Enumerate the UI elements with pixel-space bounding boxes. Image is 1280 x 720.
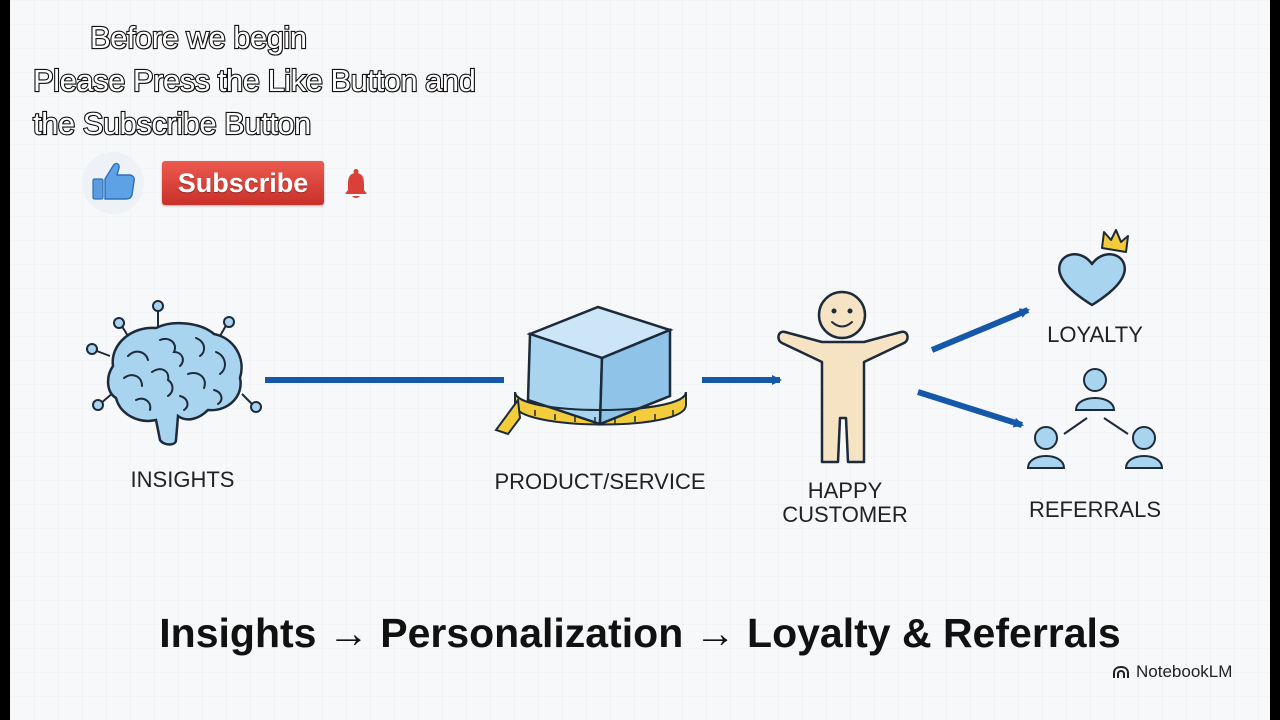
label-referrals: REFERRALS bbox=[1028, 497, 1162, 522]
brand-name: NotebookLM bbox=[1136, 662, 1233, 681]
label-insights: INSIGHTS bbox=[130, 467, 235, 492]
overlay-line-1: Before we begin bbox=[89, 19, 308, 56]
people-network-icon bbox=[1026, 368, 1164, 469]
flow-diagram bbox=[86, 229, 1164, 469]
arrow-to-referrals bbox=[917, 389, 1024, 428]
subscribe-button[interactable]: Subscribe bbox=[162, 161, 324, 205]
notification-bell-icon[interactable] bbox=[342, 168, 370, 200]
arrow-to-loyalty bbox=[930, 307, 1030, 353]
brain-icon bbox=[86, 300, 262, 446]
like-button[interactable] bbox=[82, 152, 144, 214]
happy-person-icon bbox=[777, 290, 909, 464]
overlay-line-3: the Subscribe Button bbox=[32, 105, 312, 142]
brand-watermark: NotebookLM bbox=[1112, 662, 1232, 682]
label-product-service: PRODUCT/SERVICE bbox=[494, 469, 706, 494]
label-customer: CUSTOMER bbox=[782, 502, 908, 527]
label-loyalty: LOYALTY bbox=[1047, 322, 1143, 347]
overlay-line-2: Please Press the Like Button and bbox=[32, 62, 477, 99]
crowned-heart-icon bbox=[1058, 229, 1129, 307]
tagline: Insights → Personalization → Loyalty & R… bbox=[159, 610, 1121, 656]
notebooklm-logo-icon bbox=[1113, 665, 1129, 678]
box-measuring-tape-icon bbox=[494, 305, 687, 436]
label-happy: HAPPY bbox=[807, 478, 883, 503]
thumbs-up-icon bbox=[92, 162, 135, 200]
label-happy-customer: HAPPY CUSTOMER bbox=[770, 479, 920, 527]
slide: Before we begin Please Press the Like Bu… bbox=[10, 0, 1270, 720]
